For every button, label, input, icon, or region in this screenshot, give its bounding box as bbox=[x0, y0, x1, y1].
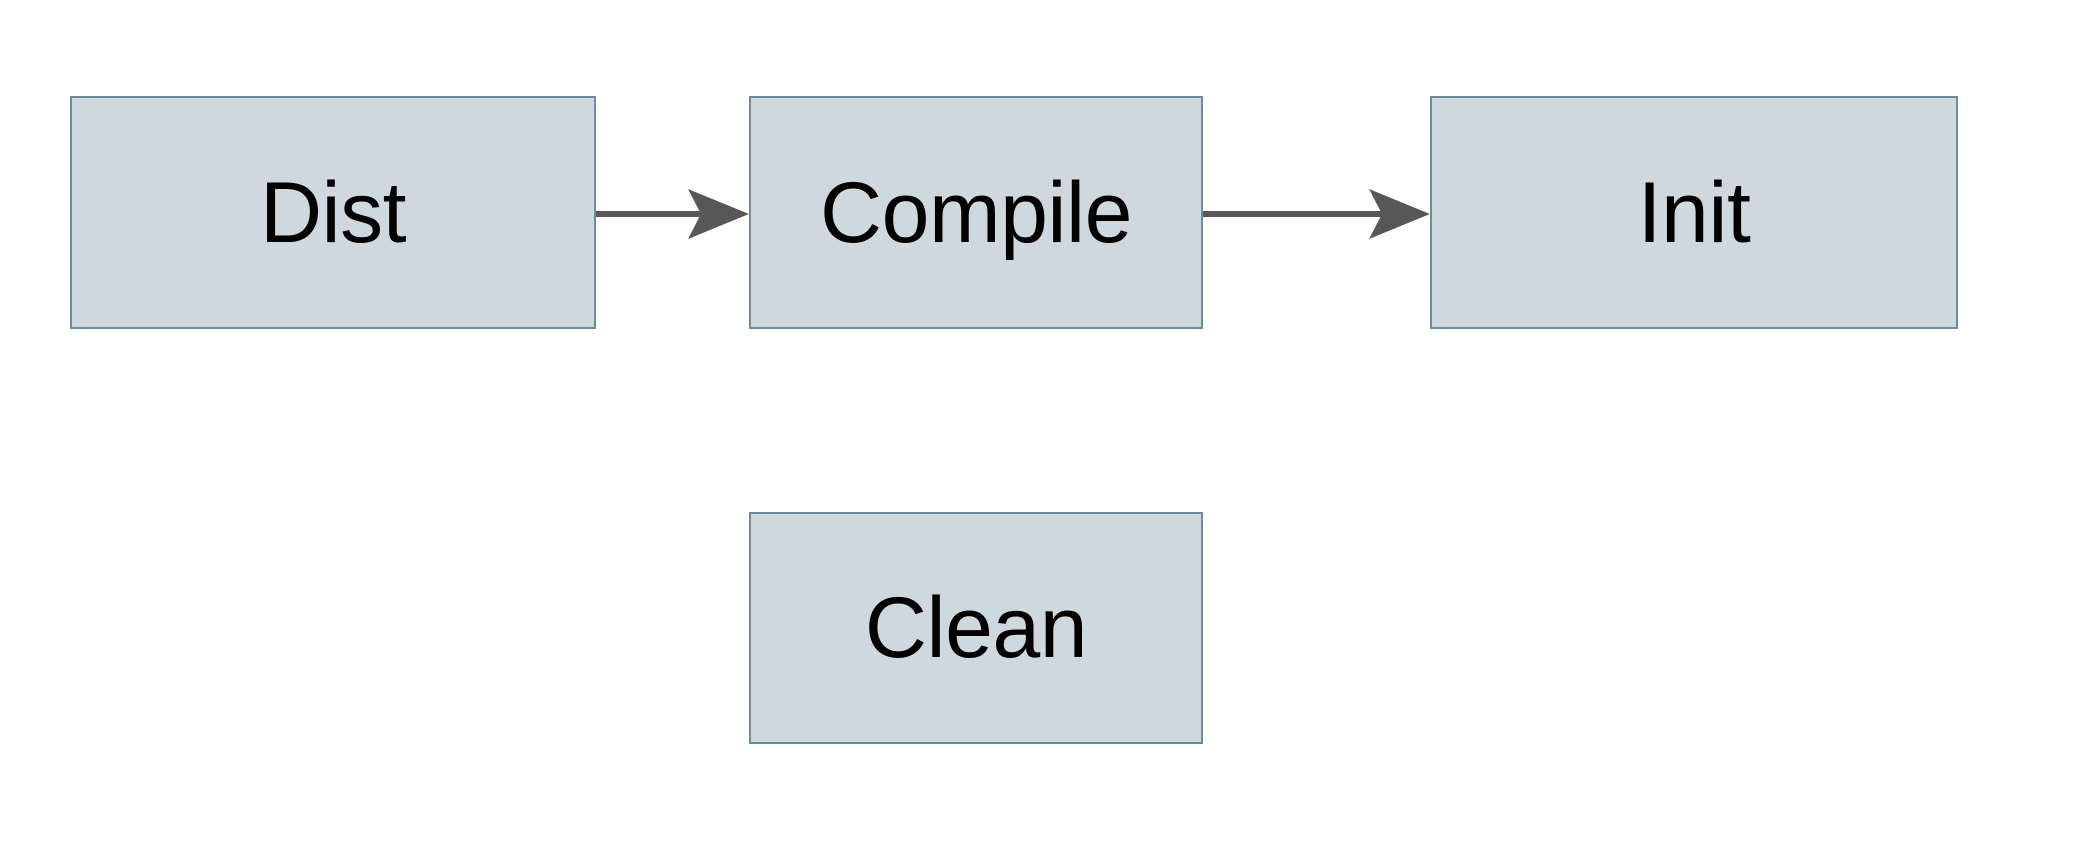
node-init[interactable]: Init bbox=[1430, 96, 1958, 329]
arrowhead-dist-to-compile bbox=[688, 189, 749, 239]
node-compile-label: Compile bbox=[820, 164, 1132, 261]
node-clean[interactable]: Clean bbox=[749, 512, 1203, 744]
node-dist[interactable]: Dist bbox=[70, 96, 596, 329]
edge-compile-to-init bbox=[1203, 189, 1430, 239]
arrowhead-compile-to-init bbox=[1369, 189, 1430, 239]
edge-dist-to-compile bbox=[596, 189, 749, 239]
node-clean-label: Clean bbox=[864, 580, 1088, 676]
node-init-label: Init bbox=[1637, 164, 1751, 261]
node-dist-label: Dist bbox=[259, 164, 407, 261]
node-compile[interactable]: Compile bbox=[749, 96, 1203, 329]
